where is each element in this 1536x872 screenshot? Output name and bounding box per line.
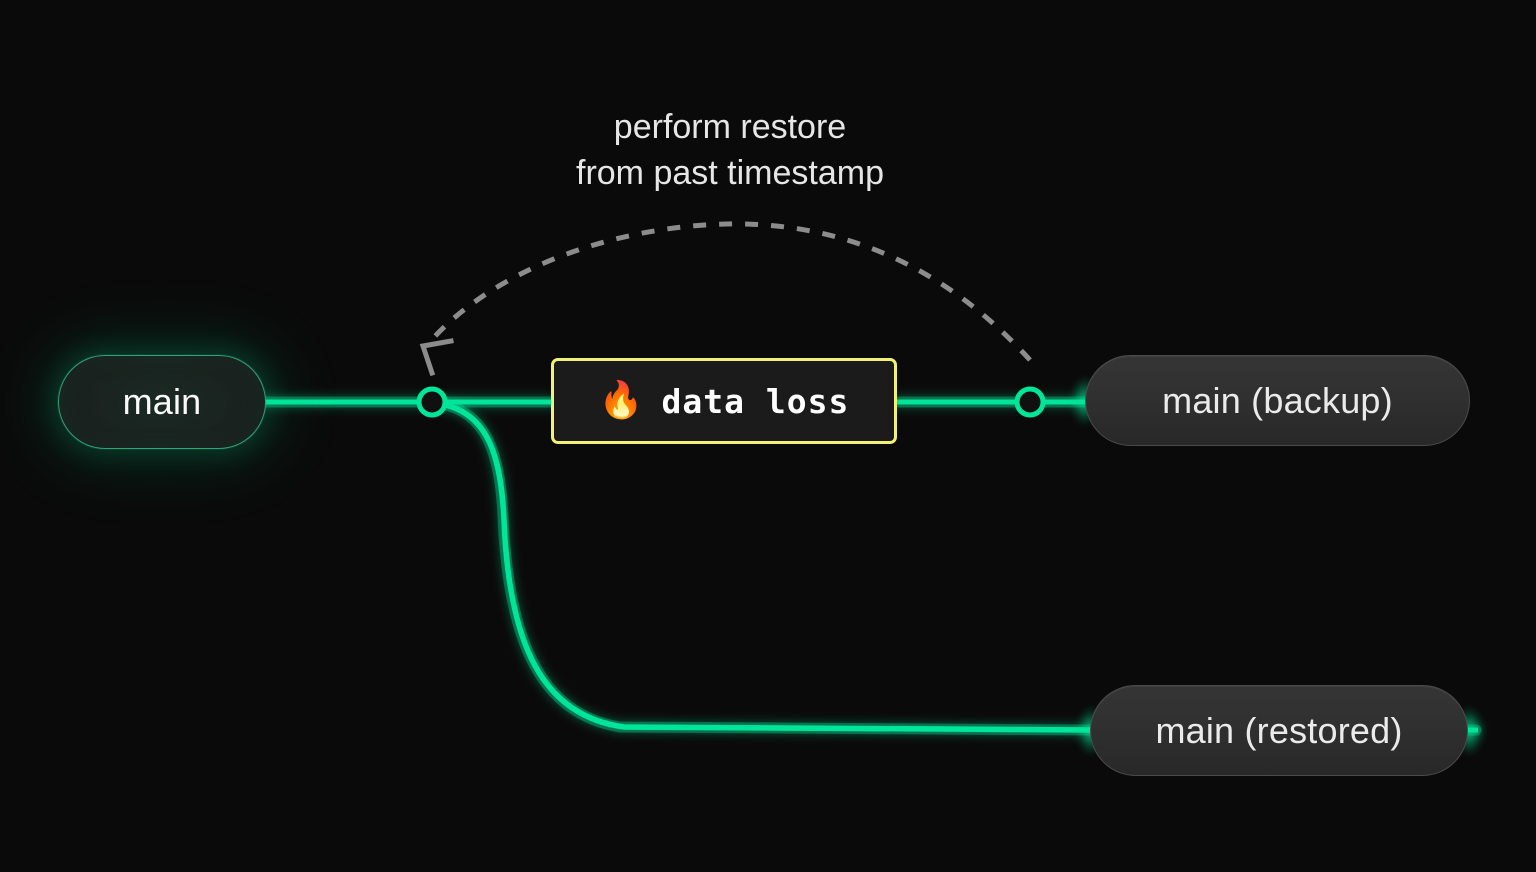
data-loss-label: data loss: [661, 381, 850, 421]
junction-backup-point[interactable]: [1014, 386, 1046, 418]
annotation-line-1: perform restore: [613, 108, 847, 146]
edge-branch-to-restored: [438, 401, 1099, 733]
edge-restore-dashed-arc: [426, 221, 1032, 362]
node-main-restored-label: main (restored): [1155, 709, 1403, 751]
data-loss-event-box[interactable]: 🔥 data loss: [551, 358, 897, 444]
arrowhead-icon: [419, 338, 454, 377]
node-main-backup[interactable]: main (backup): [1085, 355, 1470, 446]
junction-branch-point[interactable]: [416, 386, 448, 418]
green-edge-glow: [259, 396, 1482, 736]
node-main-label: main: [122, 381, 202, 422]
node-main[interactable]: main: [58, 355, 266, 449]
node-main-backup-label: main (backup): [1162, 379, 1393, 421]
fire-icon: 🔥: [598, 379, 644, 420]
restore-annotation: perform restore from past timestamp: [0, 104, 1460, 196]
node-main-restored[interactable]: main (restored): [1090, 685, 1468, 776]
annotation-line-2: from past timestamp: [576, 154, 884, 192]
